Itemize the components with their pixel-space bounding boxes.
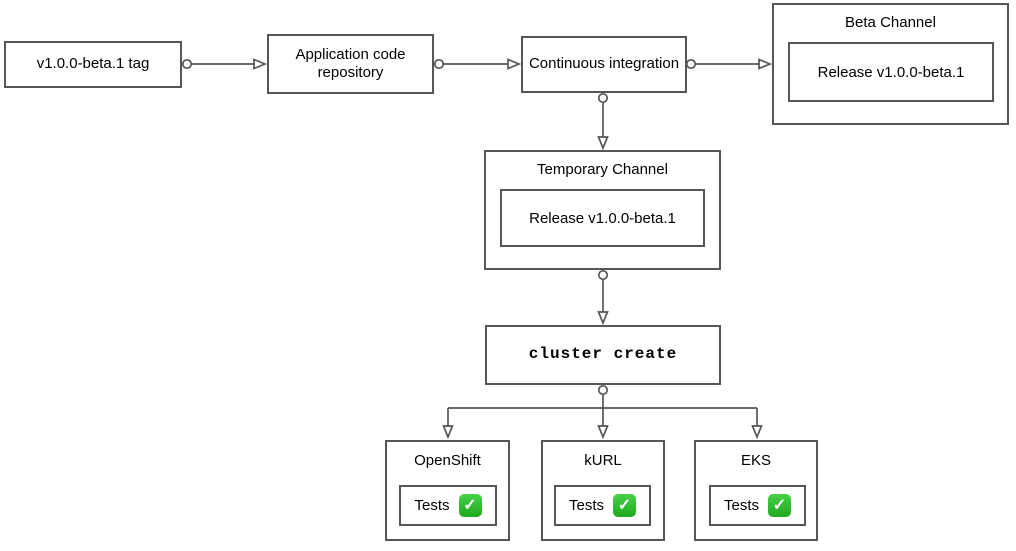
node-cluster-create: cluster create — [485, 325, 721, 385]
openshift-tests-label: Tests — [414, 497, 450, 514]
check-mark-icon: ✓ — [458, 494, 482, 517]
temporary-channel-title: Temporary Channel — [537, 161, 668, 178]
eks-title: EKS — [740, 452, 771, 469]
continuous-integration-label: Continuous integration — [528, 55, 680, 73]
version-tag-label: v1.0.0-beta.1 tag — [36, 55, 150, 73]
node-kurl: kURL Tests ✓ — [541, 440, 665, 541]
eks-tests-box: Tests ✓ — [709, 485, 806, 526]
check-mark-icon: ✓ — [613, 494, 636, 517]
kurl-tests-box: Tests ✓ — [554, 485, 651, 526]
openshift-tests-box: Tests ✓ — [399, 485, 497, 526]
edge-repo-ci — [433, 58, 522, 70]
edge-tag-repo — [181, 58, 268, 70]
beta-release-label: Release v1.0.0-beta.1 — [817, 63, 965, 81]
node-beta-channel: Beta Channel Release v1.0.0-beta.1 — [772, 3, 1009, 125]
repository-label: Application code repository — [295, 45, 406, 81]
node-openshift: OpenShift Tests ✓ — [385, 440, 510, 541]
beta-channel-title: Beta Channel — [845, 14, 936, 31]
check-mark-icon: ✓ — [768, 494, 791, 517]
temporary-release-label: Release v1.0.0-beta.1 — [529, 209, 676, 227]
openshift-title: OpenShift — [414, 452, 481, 469]
kurl-tests-label: Tests — [568, 497, 604, 514]
node-application-code-repository: Application code repository — [267, 34, 434, 94]
kurl-title: kURL — [584, 452, 622, 469]
cluster-create-label: cluster create — [528, 345, 678, 364]
node-version-tag: v1.0.0-beta.1 tag — [4, 41, 182, 88]
node-temporary-channel: Temporary Channel Release v1.0.0-beta.1 — [484, 150, 721, 270]
node-continuous-integration: Continuous integration — [521, 36, 687, 93]
eks-tests-label: Tests — [723, 497, 759, 514]
temporary-release-box: Release v1.0.0-beta.1 — [500, 189, 705, 247]
edge-cluster-branches — [442, 384, 763, 440]
beta-release-box: Release v1.0.0-beta.1 — [788, 42, 994, 102]
edge-temp-cluster — [597, 269, 609, 326]
edge-ci-beta — [685, 58, 773, 70]
node-eks: EKS Tests ✓ — [694, 440, 818, 541]
edge-ci-temp — [597, 92, 609, 151]
